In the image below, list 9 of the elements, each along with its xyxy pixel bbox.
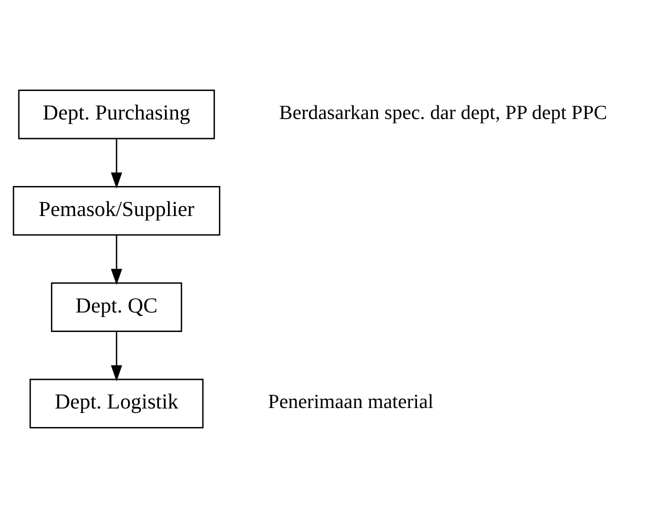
node-label: Berdasarkan spec. dar dept, PP dept PPC [279, 102, 608, 124]
arrow [110, 235, 122, 285]
node-box: Dept. QC [50, 282, 182, 332]
node-label: Penerimaan material [268, 391, 434, 414]
arrow [110, 138, 122, 189]
node-box: Dept. Logistik [30, 378, 204, 428]
node-box: Pemasok/Supplier [12, 186, 220, 236]
node-box: Dept. Purchasing [18, 90, 215, 140]
arrow [110, 332, 122, 382]
